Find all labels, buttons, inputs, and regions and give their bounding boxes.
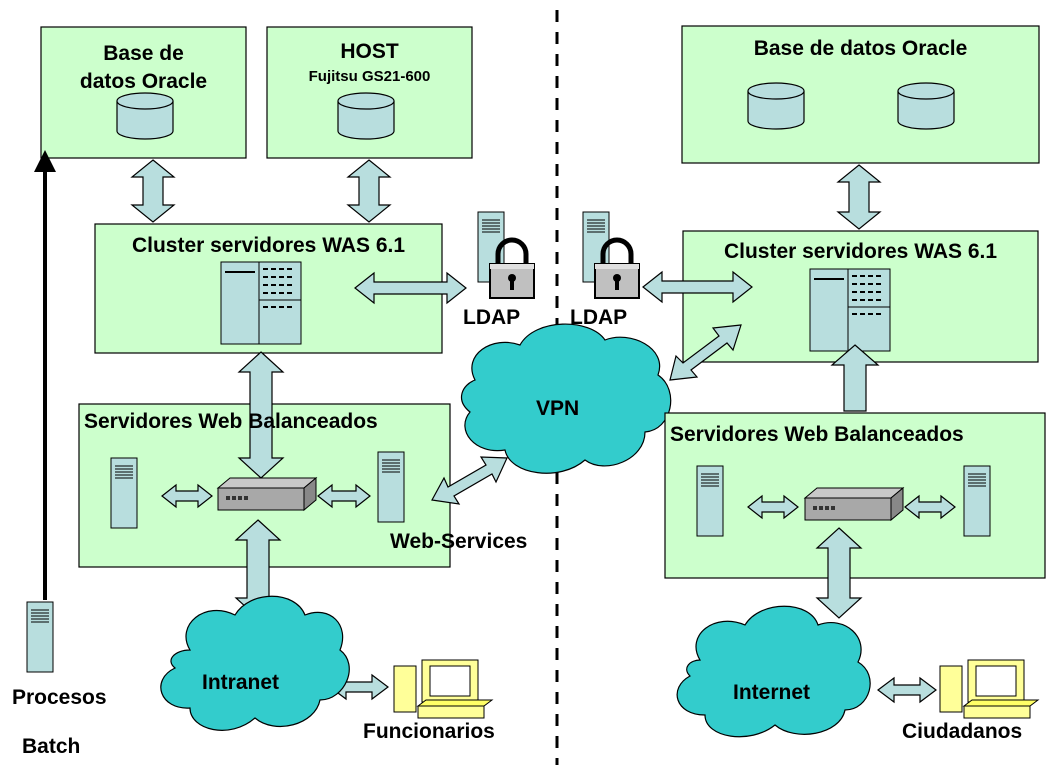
left-balancer-hub xyxy=(217,477,317,511)
batch-server xyxy=(26,601,54,673)
right-web-server-2 xyxy=(963,465,991,537)
vpn-cloud xyxy=(460,323,672,474)
left-web-title: Servidores Web Balanceados xyxy=(84,410,378,433)
arrow-vpn-rcluster xyxy=(669,324,742,381)
left-db-title-line1: Base de xyxy=(103,42,184,65)
internet-cloud xyxy=(676,605,871,738)
funcionarios-label: Funcionarios xyxy=(363,720,495,743)
vpn-label: VPN xyxy=(536,397,580,420)
right-db-cylinder-2 xyxy=(897,82,955,130)
left-db-cylinder xyxy=(116,92,174,140)
left-db-title-line2: datos Oracle xyxy=(79,70,208,93)
arrow-rweb-rcluster xyxy=(830,344,880,412)
arrow-rweb-internet xyxy=(815,527,863,619)
intranet-cloud xyxy=(160,595,350,731)
host-title: HOST xyxy=(340,40,399,63)
right-db-box xyxy=(681,25,1040,164)
funcionarios-computer-icon xyxy=(393,659,493,719)
batch-label: Batch xyxy=(22,735,81,758)
right-cluster-rack xyxy=(809,268,891,352)
host-subtitle: Fujitsu GS21-600 xyxy=(308,68,431,85)
arrow-rdb-rcluster xyxy=(836,164,882,230)
ciudadanos-label: Ciudadanos xyxy=(902,720,1023,743)
right-ldap-lock-icon xyxy=(595,240,639,298)
procesos-label: Procesos xyxy=(12,686,107,709)
left-ldap-lock-icon xyxy=(490,240,534,298)
intranet-label: Intranet xyxy=(202,671,280,694)
arrow-hub-rserver2 xyxy=(904,494,956,520)
right-db-title: Base de datos Oracle xyxy=(753,37,968,60)
ciudadanos-computer-icon xyxy=(939,659,1039,719)
arrow-db-cluster xyxy=(130,159,176,223)
arrow-cluster-web xyxy=(237,351,285,479)
right-web-server-1 xyxy=(696,465,724,537)
right-web-title: Servidores Web Balanceados xyxy=(670,423,964,446)
left-cluster-rack xyxy=(220,261,302,345)
left-web-server-1 xyxy=(110,457,138,529)
webservices-label: Web-Services xyxy=(390,530,528,553)
internet-label: Internet xyxy=(733,681,811,704)
arrow-hub-server2 xyxy=(317,483,371,509)
right-ldap-label: LDAP xyxy=(570,306,628,329)
right-db-cylinder-1 xyxy=(747,82,805,130)
left-web-server-2 xyxy=(377,451,405,523)
arrow-cluster-ldap xyxy=(354,271,467,305)
right-balancer-hub xyxy=(804,487,904,521)
right-cluster-title: Cluster servidores WAS 6.1 xyxy=(723,240,998,263)
host-cylinder xyxy=(337,92,395,140)
arrow-server1-hub xyxy=(161,483,213,509)
arrow-rserver1-hub xyxy=(747,494,799,520)
left-cluster-title: Cluster servidores WAS 6.1 xyxy=(131,234,406,257)
batch-arrow-head xyxy=(34,150,56,172)
left-ldap-label: LDAP xyxy=(463,306,521,329)
arrow-webservices-vpn xyxy=(431,456,508,505)
arrow-ldap-rcluster xyxy=(642,270,753,304)
left-db-title: Base de datos Oracle xyxy=(41,40,246,96)
arrow-internet-monitor xyxy=(877,676,937,704)
arrow-host-cluster xyxy=(346,159,392,223)
